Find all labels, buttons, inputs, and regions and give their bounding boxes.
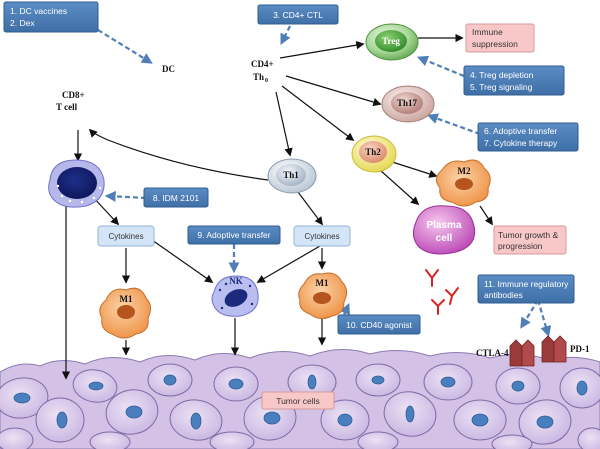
intervention-antibodies-line1: 11. Immune regulatory: [484, 279, 569, 289]
ctl-cell: CTL: [48, 159, 105, 208]
tumor-growth-box: Tumor growth & progression: [493, 225, 567, 255]
tumor-growth-line1: Tumor growth &: [498, 230, 558, 240]
cytokines-right-box: Cytokines: [293, 225, 351, 247]
cytokines-right-label: Cytokines: [304, 232, 339, 241]
intervention-treg-line1: 4. Treg depletion: [470, 70, 534, 80]
intervention-th17-line1: 6. Adoptive transfer: [484, 126, 557, 136]
tumor-cells-label: Tumor cells: [276, 396, 320, 406]
cd4-line2-label: Th: [253, 72, 264, 82]
plasma-label-line1: Plasma: [426, 220, 461, 231]
cytokines-left-label: Cytokines: [108, 232, 143, 241]
intervention-cd40-label: 10. CD40 agonist: [346, 320, 412, 330]
antibody-icon: [425, 269, 439, 287]
th1-cell: Th1: [267, 158, 317, 194]
intervention-th17-box: 6. Adoptive transfer 7. Cytokine therapy: [477, 122, 579, 152]
pd1-label: PD-1: [570, 344, 590, 354]
tumor-cells-label-box: Tumor cells: [261, 391, 335, 410]
ctla4-receptor: CTLA-4: [476, 339, 535, 367]
th1-label: Th1: [283, 170, 299, 180]
intervention-antibodies-line2: antibodies: [484, 290, 523, 300]
antibody-icons: [425, 269, 459, 315]
treg-cell: Treg: [365, 23, 419, 61]
intervention-dc-line1: 1. DC vaccines: [10, 6, 67, 16]
nk-cell: NK: [211, 275, 259, 317]
intervention-treg-box: 4. Treg depletion 5. Treg signaling: [463, 65, 565, 96]
m2-macrophage: M2: [436, 159, 491, 207]
dc-label: DC: [162, 64, 175, 74]
th2-cell: Th2: [351, 135, 397, 173]
immune-suppression-line1: Immune: [472, 27, 503, 37]
intervention-idm-box: 8. IDM 2101: [143, 187, 209, 208]
intervention-dc-line2: 2. Dex: [10, 18, 35, 28]
m1-left-macrophage: M1: [99, 287, 152, 339]
th17-cell: Th17: [381, 85, 435, 123]
nk-label: NK: [229, 276, 243, 286]
cd8-line2-label: T cell: [56, 102, 78, 112]
intervention-cd4-ctl-box: 3. CD4+ CTL: [257, 4, 339, 25]
m2-label: M2: [458, 166, 471, 176]
intervention-idm-label: 8. IDM 2101: [153, 193, 200, 203]
intervention-cd4-ctl-label: 3. CD4+ CTL: [273, 10, 323, 20]
intervention-dc-box: 1. DC vaccines 2. Dex: [3, 1, 99, 33]
pathway-arrows: [61, 33, 493, 380]
cd4-line1-label: CD4+: [251, 59, 274, 69]
cd8-line1-label: CD8+: [62, 90, 85, 100]
m1-right-macrophage: M1: [298, 272, 348, 320]
cd4-subscript: 0: [265, 78, 268, 84]
pd1-receptor: PD-1: [541, 335, 590, 363]
antibody-icon: [445, 287, 459, 305]
plasma-label-line2: cell: [436, 233, 453, 244]
ctl-label: CTL: [68, 178, 87, 188]
th17-label: Th17: [397, 98, 418, 108]
cytokines-left-box: Cytokines: [97, 225, 155, 247]
intervention-th17-line2: 7. Cytokine therapy: [484, 138, 558, 148]
immune-suppression-line2: suppression: [472, 39, 518, 49]
intervention-adoptive-box: 9. Adoptive transfer: [187, 225, 281, 245]
intervention-antibodies-box: 11. Immune regulatory antibodies: [477, 274, 575, 304]
m1-right-label: M1: [316, 278, 329, 288]
tumor-growth-line2: progression: [498, 241, 543, 251]
treg-label: Treg: [382, 36, 400, 46]
ctla4-label: CTLA-4: [476, 348, 509, 358]
antibody-icon: [431, 299, 445, 315]
intervention-cd40-box: 10. CD40 agonist: [337, 314, 421, 335]
plasma-cell: Plasma cell: [412, 205, 476, 255]
th2-label: Th2: [365, 147, 381, 157]
immune-suppression-box: Immune suppression: [465, 23, 535, 53]
intervention-treg-line2: 5. Treg signaling: [470, 82, 533, 92]
m1-left-label: M1: [120, 294, 133, 304]
intervention-adoptive-label: 9. Adoptive transfer: [197, 230, 270, 240]
